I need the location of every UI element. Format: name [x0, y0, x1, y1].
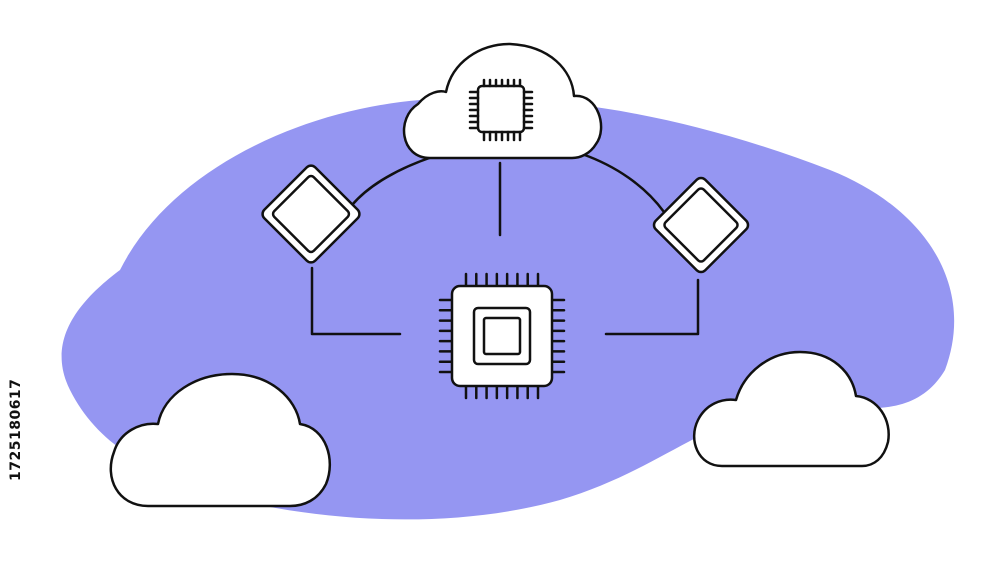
processor-pins [438, 272, 566, 400]
chip-icon [468, 78, 534, 142]
cloud-left [109, 372, 331, 508]
diamond-right [652, 176, 750, 274]
connector-top-right [580, 152, 666, 214]
connector-right-elbow [604, 278, 700, 336]
connector-lines [310, 152, 700, 336]
processor-core [482, 316, 522, 356]
stock-id-watermark: 1725180617 [8, 378, 24, 482]
diamond-left [261, 164, 361, 264]
connector-left-elbow [310, 266, 402, 336]
cloud-right [692, 350, 890, 468]
cloud-top [402, 42, 603, 160]
central-processor [438, 272, 566, 400]
connector-top-left [350, 155, 434, 207]
